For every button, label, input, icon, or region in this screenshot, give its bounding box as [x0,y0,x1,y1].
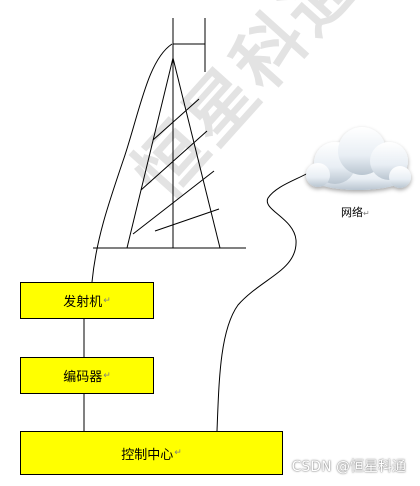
tower-hatch [132,170,215,235]
tower-hatch [140,130,208,191]
transmitter-label: 发射机 [63,295,103,310]
network-label-text: 网络 [341,206,363,219]
cloud-icon [306,127,411,190]
tower-hatch [152,98,200,141]
tower-hatch [154,208,220,232]
tower-left-leg [126,57,174,249]
encoder-label: 编码器 [63,370,103,385]
encoder-box: 编码器↵ [20,357,154,394]
antenna-tower-icon [93,18,246,249]
control-center-box: 控制中心↵ [20,431,283,475]
return-mark-icon: ↵ [103,295,111,306]
network-cable [216,171,311,432]
control-center-label: 控制中心 [121,447,174,463]
tower-right-leg [172,57,221,249]
return-mark-icon: ↵ [103,370,111,381]
return-mark-icon: ↵ [363,209,370,218]
corner-watermark: CSDN @恒星科通 [291,459,406,475]
return-mark-icon: ↵ [174,448,182,458]
feeder-cable [91,43,173,283]
transmitter-box: 发射机↵ [20,282,154,319]
network-label: 网络↵ [341,204,370,220]
